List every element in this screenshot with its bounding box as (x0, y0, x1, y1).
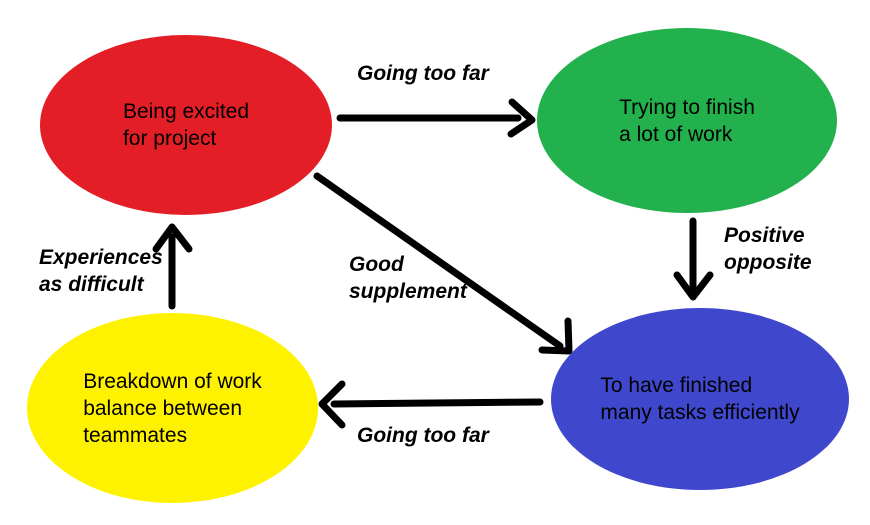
edge-label-line: as difficult (39, 273, 144, 296)
arrow-excited-to-trying (336, 98, 536, 138)
node-label-line: for project (122, 127, 217, 150)
arrow-breakdown-to-excited (152, 223, 193, 310)
node-being-excited: Being excited for project (40, 35, 332, 215)
node-trying-to-finish: Trying to finish a lot of work (537, 28, 837, 213)
arrow-finished-to-breakdown (318, 380, 544, 429)
edge-label-good-supplement: Good supplement (349, 251, 467, 305)
arrow-trying-to-finished (673, 217, 714, 301)
node-label-line: Trying to finish (619, 95, 755, 119)
node-label-line: balance between (83, 396, 242, 420)
node-label-line: many tasks efficiently (600, 401, 800, 424)
node-being-excited-label: Being excited for project (123, 98, 249, 152)
node-finished-tasks: To have finished many tasks efficiently (551, 308, 849, 490)
arrow-excited-to-finished (313, 172, 573, 355)
node-trying-to-finish-label: Trying to finish a lot of work (619, 94, 755, 148)
edge-label-positive-opposite: Positive opposite (724, 222, 812, 276)
edge-label-going-too-far-bottom: Going too far (357, 422, 489, 449)
edge-label-line: opposite (724, 251, 812, 274)
edge-label-going-too-far-top: Going too far (357, 60, 489, 87)
node-label-line: Being excited (122, 100, 250, 123)
edge-label-line: Positive (724, 224, 805, 247)
node-breakdown-label: Breakdown of work balance between teamma… (83, 368, 262, 449)
edge-label-line: Experiences (39, 246, 163, 269)
edge-label-line: Good (349, 253, 404, 276)
edge-label-line: Going too far (357, 424, 489, 447)
node-label-line: teammates (83, 423, 188, 447)
node-label-line: a lot of work (619, 122, 733, 146)
node-breakdown: Breakdown of work balance between teamma… (27, 313, 318, 503)
edge-label-line: Going too far (357, 62, 489, 85)
node-label-line: To have finished (600, 374, 753, 397)
edge-label-experiences-as-difficult: Experiences as difficult (39, 244, 163, 298)
node-finished-tasks-label: To have finished many tasks efficiently (600, 372, 799, 426)
edge-label-line: supplement (349, 280, 467, 303)
node-label-line: Breakdown of work (83, 369, 262, 393)
